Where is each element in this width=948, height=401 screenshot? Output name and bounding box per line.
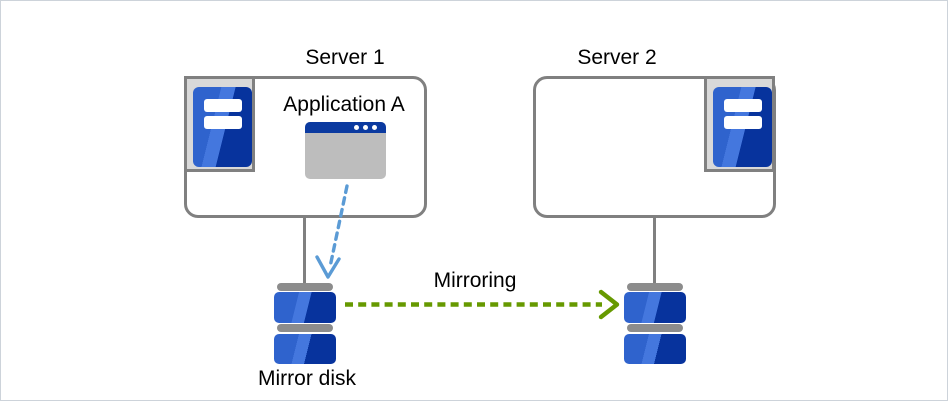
tower-slot-bar [724,99,762,112]
mirror-disk-left-icon [274,283,336,364]
server-tower-body [193,87,252,167]
application-window-icon [305,122,386,179]
disk-divider [277,324,333,332]
mirroring-arrow-icon [345,289,620,320]
window-titlebar [305,122,386,133]
mirror-disk-right-icon [624,283,686,364]
window-dot-icon [363,125,368,130]
application-label: Application A [283,93,405,116]
server1-disk-connector [303,217,306,283]
server2-tower-icon [704,76,775,172]
mirror-disk-label: Mirror disk [258,367,356,390]
disk-platter [624,292,686,323]
disk-platter [624,334,686,364]
window-dot-icon [354,125,359,130]
tower-slot-bar [204,116,242,129]
disk-cap [277,283,333,291]
tower-slot-bar [724,116,762,129]
disk-platter [274,292,336,323]
window-dot-icon [372,125,377,130]
mirroring-label: Mirroring [433,269,517,292]
disk-cap [627,283,683,291]
disk-divider [627,324,683,332]
server1-label: Server 1 [305,46,385,69]
server1-tower-icon [184,76,255,172]
server-tower-body [713,87,772,167]
server2-disk-connector [653,217,656,283]
tower-slot-bar [204,99,242,112]
disk-platter [274,334,336,364]
server2-label: Server 2 [577,46,657,69]
